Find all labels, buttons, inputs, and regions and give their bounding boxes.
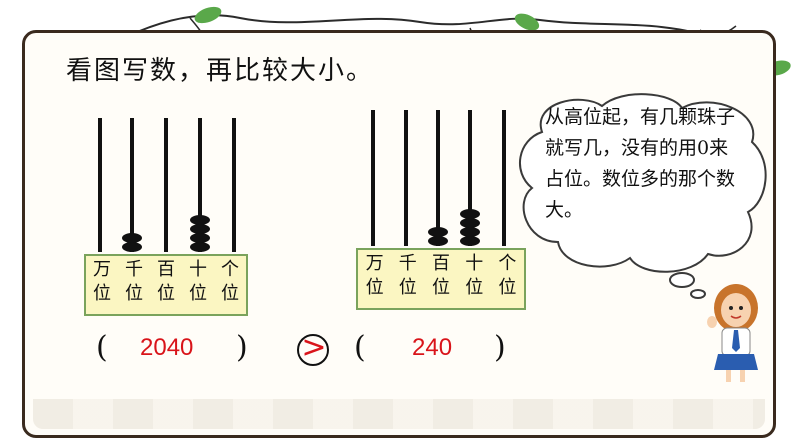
hint-text: 从高位起，有几颗珠子就写几，没有的用0来占位。数位多的那个数大。 <box>545 106 736 221</box>
place-label: 十位 <box>189 259 207 304</box>
abacus-bead <box>122 242 142 252</box>
place-label: 个位 <box>498 253 517 298</box>
abacus-rod <box>371 110 375 246</box>
abacus-bead <box>460 209 480 219</box>
place-label: 万位 <box>365 253 384 298</box>
abacus-bead <box>190 215 210 225</box>
place-label: 千位 <box>398 253 417 298</box>
paren-open-right: ( <box>354 330 366 365</box>
abacus-rod <box>130 118 134 252</box>
abacus-rod <box>164 118 168 252</box>
thought-cloud <box>518 93 767 299</box>
abacus-bead <box>190 242 210 252</box>
abacus-rod <box>98 118 102 252</box>
abacus-rod <box>468 110 472 246</box>
place-label: 个位 <box>221 259 239 304</box>
place-label: 万位 <box>93 259 111 304</box>
compare-circle <box>297 334 329 366</box>
abacus-bead <box>460 218 480 228</box>
compare-symbol: > <box>301 330 327 365</box>
answer-right: 240 <box>412 334 453 361</box>
abacus-bead <box>428 236 448 246</box>
place-value-labels-left: 万位千位百位十位个位 <box>84 254 248 316</box>
place-label: 千位 <box>125 259 143 304</box>
girl-illustration <box>707 284 758 382</box>
abacus-rod <box>198 118 202 252</box>
abacus-bead <box>460 227 480 237</box>
abacus-bead <box>190 233 210 243</box>
question-title: 看图写数，再比较大小。 <box>66 56 375 86</box>
abacus-bead <box>122 233 142 243</box>
place-label: 百位 <box>157 259 175 304</box>
abacus-rod <box>404 110 408 246</box>
abacus-bead <box>190 224 210 234</box>
abacus-bead <box>460 236 480 246</box>
answer-left: 2040 <box>140 334 194 361</box>
paren-close-left: ) <box>236 330 248 365</box>
paren-open-left: ( <box>96 330 108 365</box>
place-label: 百位 <box>432 253 450 298</box>
abacus-rod <box>232 118 236 252</box>
place-label: 十位 <box>465 253 484 298</box>
abacus-rod <box>436 110 440 246</box>
paren-close-right: ) <box>494 330 506 365</box>
place-value-labels-right: 万位千位百位十位个位 <box>356 248 526 310</box>
abacus-bead <box>428 227 448 237</box>
abacus-rod <box>502 110 506 246</box>
